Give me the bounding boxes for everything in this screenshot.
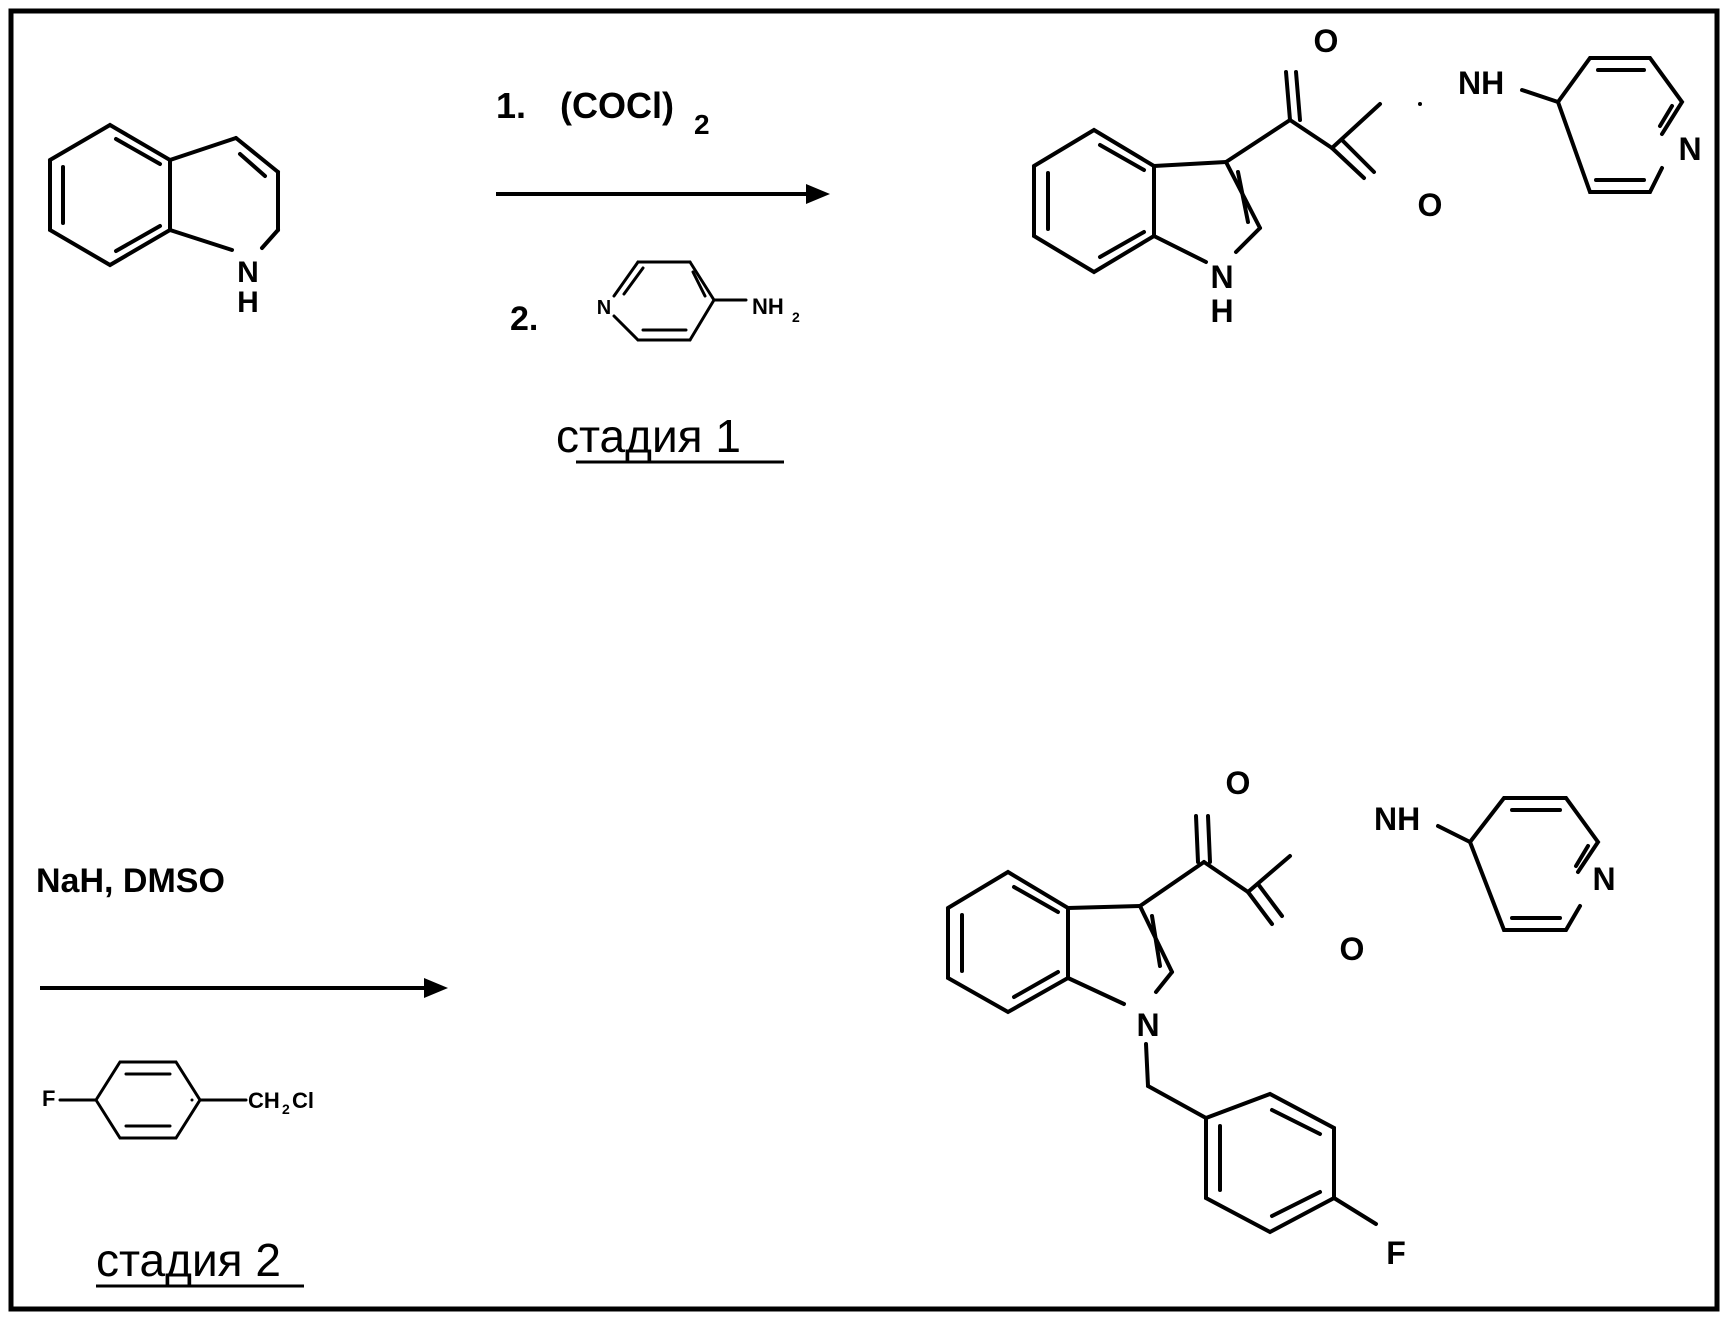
indole-h-label: H xyxy=(237,286,259,319)
product1-h-label: H xyxy=(1210,293,1233,329)
aminopyridine-nh2-subscript: 2 xyxy=(792,309,800,325)
step1-reagent1-formula: (COCl) xyxy=(560,85,674,126)
product2-pyridine-n-label: N xyxy=(1592,861,1615,897)
fluorobenzyl-chloride-molecule: F CH 2 Cl xyxy=(42,1062,314,1138)
step2-arrow xyxy=(40,978,448,998)
aminopyridine-nh2-label: NH xyxy=(752,294,784,319)
fluorobenzyl-f-label: F xyxy=(42,1086,55,1111)
scheme-frame xyxy=(11,11,1717,1309)
indole-molecule: N H xyxy=(50,125,278,319)
step1-reagent2-number: 2. xyxy=(510,300,538,338)
product2-o2-label: O xyxy=(1340,931,1365,967)
fluorobenzyl-ch-subscript: 2 xyxy=(282,1101,290,1117)
step1-reagent1-number: 1. xyxy=(496,85,526,126)
product1-o2-label: O xyxy=(1418,187,1443,223)
product1-nh-label: NH xyxy=(1458,65,1504,101)
step1-arrow xyxy=(496,184,830,204)
product1-n-label: N xyxy=(1210,259,1233,295)
product2-n-label: N xyxy=(1136,1007,1159,1043)
product2-molecule: N F O O NH N xyxy=(948,765,1616,1271)
aminopyridine-molecule: N NH 2 xyxy=(597,262,800,340)
product1-pyridine-n-label: N xyxy=(1678,131,1701,167)
fluorobenzyl-ch-label: CH xyxy=(248,1088,280,1113)
stage2-label: стадия 2 xyxy=(96,1234,281,1286)
indole-n-label: N xyxy=(237,256,259,289)
aminopyridine-n-label: N xyxy=(597,297,611,319)
product2-o1-label: O xyxy=(1226,765,1251,801)
product2-f-label: F xyxy=(1386,1235,1406,1271)
step1-reagent1-subscript: 2 xyxy=(694,109,710,140)
stage1-label: стадия 1 xyxy=(556,410,741,462)
product1-o1-label: O xyxy=(1314,23,1339,59)
product2-nh-label: NH xyxy=(1374,801,1420,837)
fluorobenzyl-cl-label: Cl xyxy=(292,1088,314,1113)
step2-conditions: NaH, DMSO xyxy=(36,862,225,900)
product1-molecule: N H O O NH N xyxy=(1034,23,1702,329)
